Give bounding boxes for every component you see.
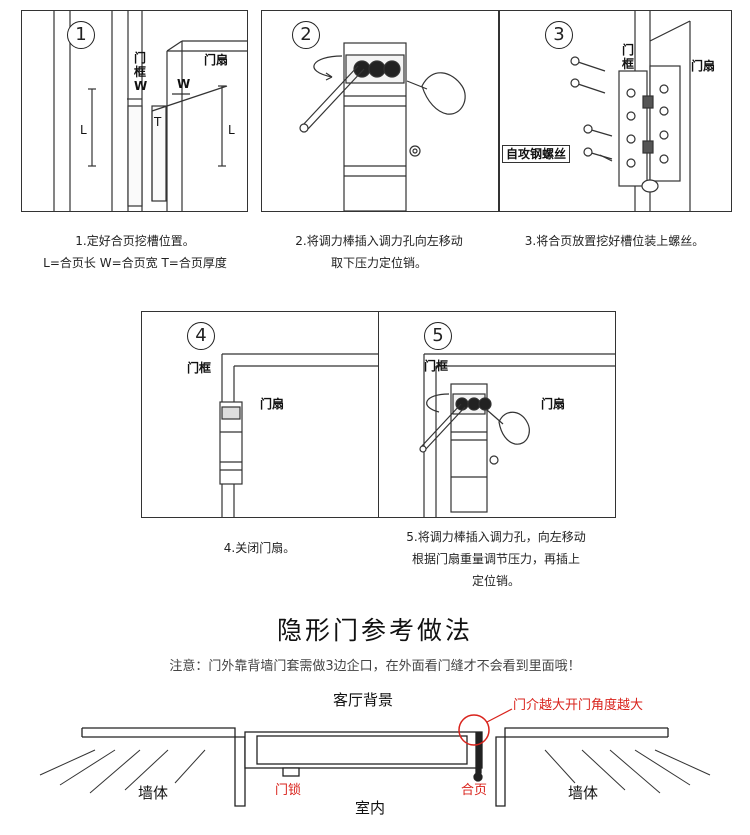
screw-label: 自攻钢螺丝: [502, 145, 571, 163]
step-1-panel: 1 门框 门扇 W W T L L: [21, 10, 248, 212]
length-label: L: [228, 123, 235, 137]
frame-label: 门框: [622, 43, 635, 71]
step-1-caption: 1.定好合页挖槽位置。 L=合页长 W=合页宽 T=合页厚度: [43, 234, 227, 270]
frame-label: 门框: [187, 361, 212, 375]
hinge-label: 合页: [461, 783, 488, 798]
step-2-caption: 2.将调力棒插入调力孔向左移动 取下压力定位销。: [295, 234, 463, 270]
step-5-illustration: [419, 353, 615, 517]
width-label: W: [177, 77, 191, 91]
door-label: 门扇: [260, 397, 285, 411]
step-4-panel: 4 门框 门扇: [141, 311, 380, 518]
step-4-caption: 4.关闭门扇。: [223, 541, 296, 555]
step-4-illustration: [219, 353, 379, 517]
indoor-label: 室内: [355, 799, 386, 817]
step-3-caption: 3.将合页放置挖好槽位装上螺丝。: [524, 234, 705, 248]
step-number: 2: [292, 21, 320, 49]
step-number: 1: [67, 21, 95, 49]
door-plan-diagram: [39, 708, 711, 807]
thickness-label: T: [154, 115, 162, 129]
step-number: 4: [187, 322, 215, 350]
step-5-panel: 5 门框 门扇: [378, 311, 616, 518]
length-label: L: [80, 123, 87, 137]
frame-label: 门框: [134, 51, 147, 79]
step-3-illustration: [570, 11, 691, 211]
lock-label: 门锁: [275, 783, 302, 798]
door-label: 门扇: [691, 59, 716, 73]
frame-label: 门框: [424, 359, 449, 373]
section-title: 隐形门参考做法: [276, 616, 473, 645]
wall-label-left: 墙体: [138, 784, 169, 802]
step-2-panel: 2: [261, 10, 499, 212]
wall-label-right: 墙体: [568, 784, 599, 802]
living-room-label: 客厅背景: [333, 691, 394, 709]
step-3-panel: 3 门框 门扇 自攻钢螺丝: [499, 10, 732, 212]
step-number: 5: [424, 322, 452, 350]
section-note: 注意：门外靠背墙门套需做3边企口，在外面看门缝才不会看到里面哦！: [169, 659, 581, 674]
width-label: W: [134, 79, 148, 93]
callout-label: 门介越大开门角度越大: [513, 698, 644, 713]
step-1-illustration: [53, 11, 247, 211]
door-label: 门扇: [204, 53, 229, 67]
step-2-illustration: [299, 42, 466, 211]
door-label: 门扇: [541, 397, 566, 411]
step-number: 3: [545, 21, 573, 49]
step-5-caption: 5.将调力棒插入调力孔，向左移动 根据门扇重量调节压力，再插上 定位销。: [406, 530, 586, 588]
